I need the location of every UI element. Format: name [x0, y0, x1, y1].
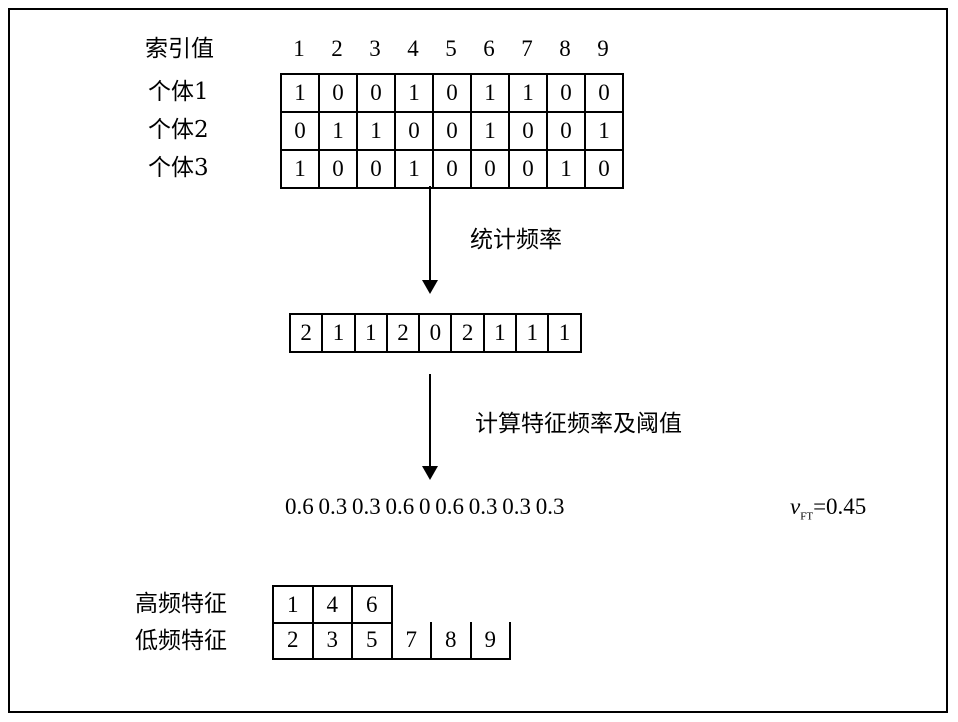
individual-label: 个体2 — [148, 117, 209, 143]
low-frequency-cell: 7 — [392, 622, 432, 660]
bit-cell: 0 — [548, 75, 586, 113]
individual-label: 个体3 — [148, 155, 209, 181]
bit-cell: 0 — [586, 75, 624, 113]
bit-cell: 1 — [358, 113, 396, 151]
bit-cell: 0 — [434, 75, 472, 113]
index-number: 5 — [445, 36, 457, 61]
bit-cell: 0 — [548, 113, 586, 151]
step-compute-frequency-threshold-label: 计算特征频率及阈值 — [475, 411, 682, 437]
diagram-frame — [8, 8, 948, 713]
bit-cell: 0 — [472, 151, 510, 189]
individual-label: 个体1 — [148, 79, 209, 105]
bit-cell: 0 — [282, 113, 320, 151]
high-frequency-label: 高频特征 — [135, 591, 227, 617]
bit-cell: 1 — [396, 75, 434, 113]
feature-frequencies: 0.6 0.3 0.3 0.6 0 0.6 0.3 0.3 0.3 — [285, 494, 565, 519]
index-number: 9 — [597, 36, 609, 61]
bit-cell: 1 — [586, 113, 624, 151]
low-frequency-label: 低频特征 — [135, 628, 227, 654]
index-number: 8 — [559, 36, 571, 61]
count-cell: 1 — [323, 315, 356, 353]
bit-cell: 1 — [548, 151, 586, 189]
high-frequency-cell: 4 — [313, 587, 353, 624]
low-frequency-cell: 5 — [353, 622, 393, 660]
bit-cell: 0 — [510, 113, 548, 151]
bit-cell: 1 — [472, 75, 510, 113]
index-label: 索引值 — [145, 36, 214, 62]
bit-cell: 1 — [510, 75, 548, 113]
arrow-down-icon — [422, 186, 438, 294]
bit-cell: 0 — [320, 75, 358, 113]
bit-cell: 1 — [282, 151, 320, 189]
low-frequency-cell: 3 — [313, 622, 353, 660]
bit-cell: 1 — [472, 113, 510, 151]
high-frequency-cell: 6 — [353, 587, 393, 624]
bit-cell: 0 — [434, 151, 472, 189]
bit-cell: 0 — [358, 75, 396, 113]
bit-cell: 0 — [586, 151, 624, 189]
count-cell: 2 — [291, 315, 324, 353]
bit-cell: 0 — [510, 151, 548, 189]
arrow-down-icon — [422, 374, 438, 480]
bit-cell: 1 — [320, 113, 358, 151]
index-number: 1 — [293, 36, 305, 61]
threshold-value: vFT=0.45 — [790, 494, 866, 523]
count-cell: 1 — [355, 315, 388, 353]
bit-cell: 1 — [282, 75, 320, 113]
index-number: 3 — [369, 36, 381, 61]
count-cell: 2 — [452, 315, 485, 353]
count-cell: 0 — [420, 315, 453, 353]
threshold-number: =0.45 — [813, 494, 867, 519]
threshold-symbol: v — [790, 494, 801, 519]
bit-cell: 0 — [320, 151, 358, 189]
count-cell: 1 — [549, 315, 582, 353]
count-cell: 1 — [517, 315, 550, 353]
count-cell: 2 — [387, 315, 421, 353]
bit-cell: 0 — [396, 113, 434, 151]
high-frequency-cell: 1 — [274, 587, 314, 624]
bit-cell: 1 — [396, 151, 434, 189]
count-cell: 1 — [484, 315, 518, 353]
bit-cell: 0 — [358, 151, 396, 189]
index-number: 7 — [521, 36, 533, 61]
step-count-frequency-label: 统计频率 — [470, 227, 562, 253]
index-number: 4 — [407, 36, 419, 61]
low-frequency-cell: 2 — [274, 622, 314, 660]
low-frequency-cell: 9 — [471, 622, 511, 660]
threshold-subscript: FT — [800, 510, 814, 523]
index-number: 6 — [483, 36, 495, 61]
bit-cell: 0 — [434, 113, 472, 151]
index-number: 2 — [331, 36, 343, 61]
low-frequency-cell: 8 — [432, 622, 472, 660]
